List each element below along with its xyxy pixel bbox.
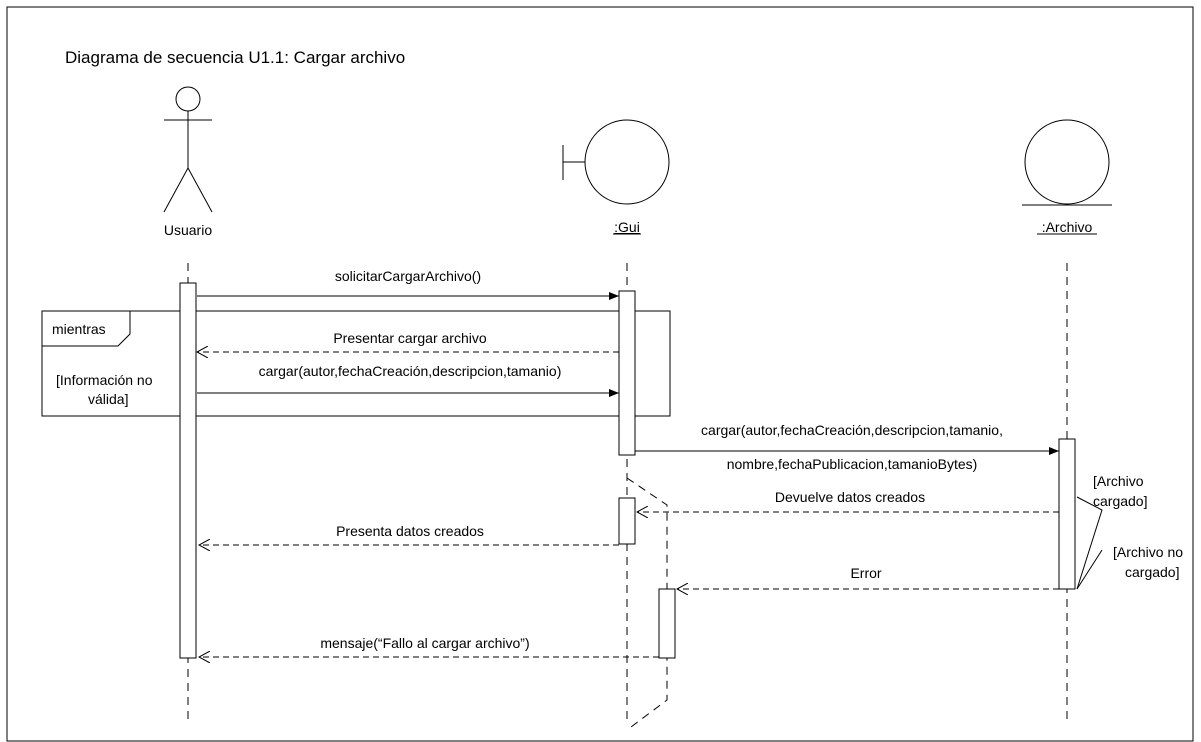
activation-usuario <box>179 282 197 659</box>
guard-fail-line1: [Archivo no <box>1113 544 1183 560</box>
boundary-gui-icon <box>562 119 670 205</box>
message-cargar-full-line2: nombre,fechaPublicacion,tamanioBytes) <box>727 456 978 472</box>
fragment-operator: mientras <box>52 321 106 337</box>
activation-gui-1 <box>618 290 636 456</box>
message-mensaje-label: mensaje(“Fallo al cargar archivo”) <box>320 635 529 651</box>
loop-fragment: mientras [Información no válida] <box>41 310 671 417</box>
guard-ok-line2: cargado] <box>1093 493 1147 509</box>
fragment-guard-line1: [Información no <box>56 372 153 388</box>
message-solicitar-label: solicitarCargarArchivo() <box>335 268 481 284</box>
actor-usuario-icon <box>163 86 213 213</box>
activation-gui-3 <box>658 588 676 659</box>
lifeline-archivo-label: :Archivo <box>1042 219 1093 235</box>
diagram-title: Diagrama de secuencia U1.1: Cargar archi… <box>65 48 405 67</box>
message-error-label: Error <box>850 565 881 581</box>
message-devuelve-label: Devuelve datos creados <box>775 489 925 505</box>
guard-ok-line1: [Archivo <box>1093 473 1144 489</box>
guard-fail-line2: cargado] <box>1125 564 1179 580</box>
activation-gui-2 <box>618 497 636 545</box>
message-presenta-label: Presenta datos creados <box>336 523 484 539</box>
fragment-guard-line2: válida] <box>88 391 128 407</box>
message-cargar-label: cargar(autor,fechaCreación,descripcion,t… <box>259 363 562 379</box>
message-presentar-label: Presentar cargar archivo <box>333 330 487 346</box>
message-cargar-full-line1: cargar(autor,fechaCreación,descripcion,t… <box>701 422 1003 438</box>
lifeline-usuario-label: Usuario <box>164 222 212 238</box>
guard-branch-fail-line <box>1076 549 1103 590</box>
diagram-frame <box>6 6 1194 742</box>
guard-branch-lines <box>1076 496 1103 590</box>
entity-archivo-icon <box>1022 119 1112 206</box>
activation-archivo <box>1058 438 1076 590</box>
lifeline-gui-label: :Gui <box>614 219 640 235</box>
